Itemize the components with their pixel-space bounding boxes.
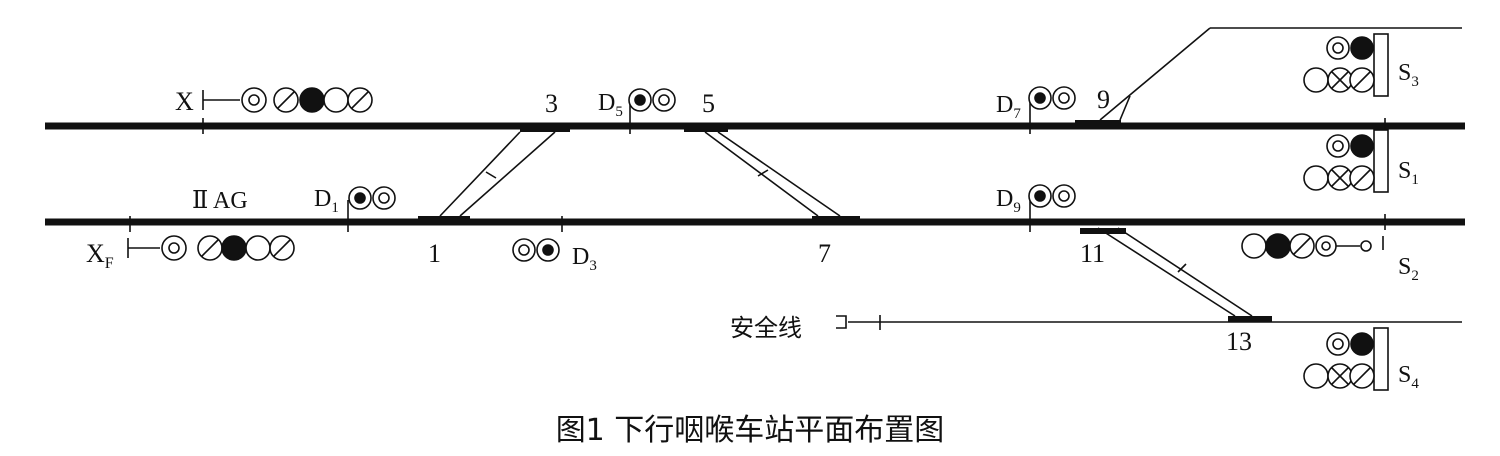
switch-7-points <box>812 216 860 222</box>
figure-caption: 图1 下行咽喉车站平面布置图 <box>556 413 945 448</box>
signal-d5 <box>628 88 676 112</box>
label-x: X <box>175 87 194 116</box>
label-switch-11: 11 <box>1080 239 1105 268</box>
signal-s2 <box>1241 233 1372 259</box>
signal-s3 <box>1303 33 1389 97</box>
signal-d1 <box>348 186 396 210</box>
switch-9 <box>1075 95 1131 126</box>
label-xf: XF <box>86 239 114 272</box>
label-s2: S2 <box>1398 254 1419 284</box>
crossover-1-3 <box>418 126 570 222</box>
label-switch-7: 7 <box>818 239 831 268</box>
label-switch-9: 9 <box>1097 85 1110 114</box>
signal-x <box>202 87 373 113</box>
label-d1: D1 <box>314 186 339 216</box>
label-switch-13: 13 <box>1226 327 1252 356</box>
signal-d9 <box>1028 184 1076 208</box>
label-s3: S3 <box>1398 60 1419 90</box>
crossover-11-13 <box>1080 227 1272 322</box>
signal-d7 <box>1028 86 1076 110</box>
switch-9-points <box>1075 120 1121 126</box>
label-track-section: Ⅱ AG <box>192 188 248 214</box>
label-d3: D3 <box>572 244 597 274</box>
switch-13-points <box>1228 316 1272 322</box>
siding-s3-diverge <box>1099 27 1211 121</box>
label-switch-5: 5 <box>702 89 715 118</box>
label-switch-1: 1 <box>428 239 441 268</box>
label-d5: D5 <box>598 90 623 120</box>
label-safety-line: 安全线 <box>730 314 802 342</box>
signal-xf <box>127 235 295 261</box>
switch-1-points <box>418 216 470 222</box>
label-switch-3: 3 <box>545 89 558 118</box>
switch-11-points <box>1080 228 1126 234</box>
switch-3-points <box>520 126 570 132</box>
signal-s4 <box>1303 327 1389 391</box>
label-d7: D7 <box>996 92 1021 122</box>
crossover-5-7 <box>684 126 860 222</box>
safety-line-bumper <box>836 315 847 329</box>
signal-d3 <box>512 238 560 262</box>
label-d9: D9 <box>996 186 1021 216</box>
switch-5-points <box>684 126 728 132</box>
signal-s1 <box>1303 129 1389 193</box>
label-s1: S1 <box>1398 158 1419 188</box>
label-s4: S4 <box>1398 362 1419 392</box>
